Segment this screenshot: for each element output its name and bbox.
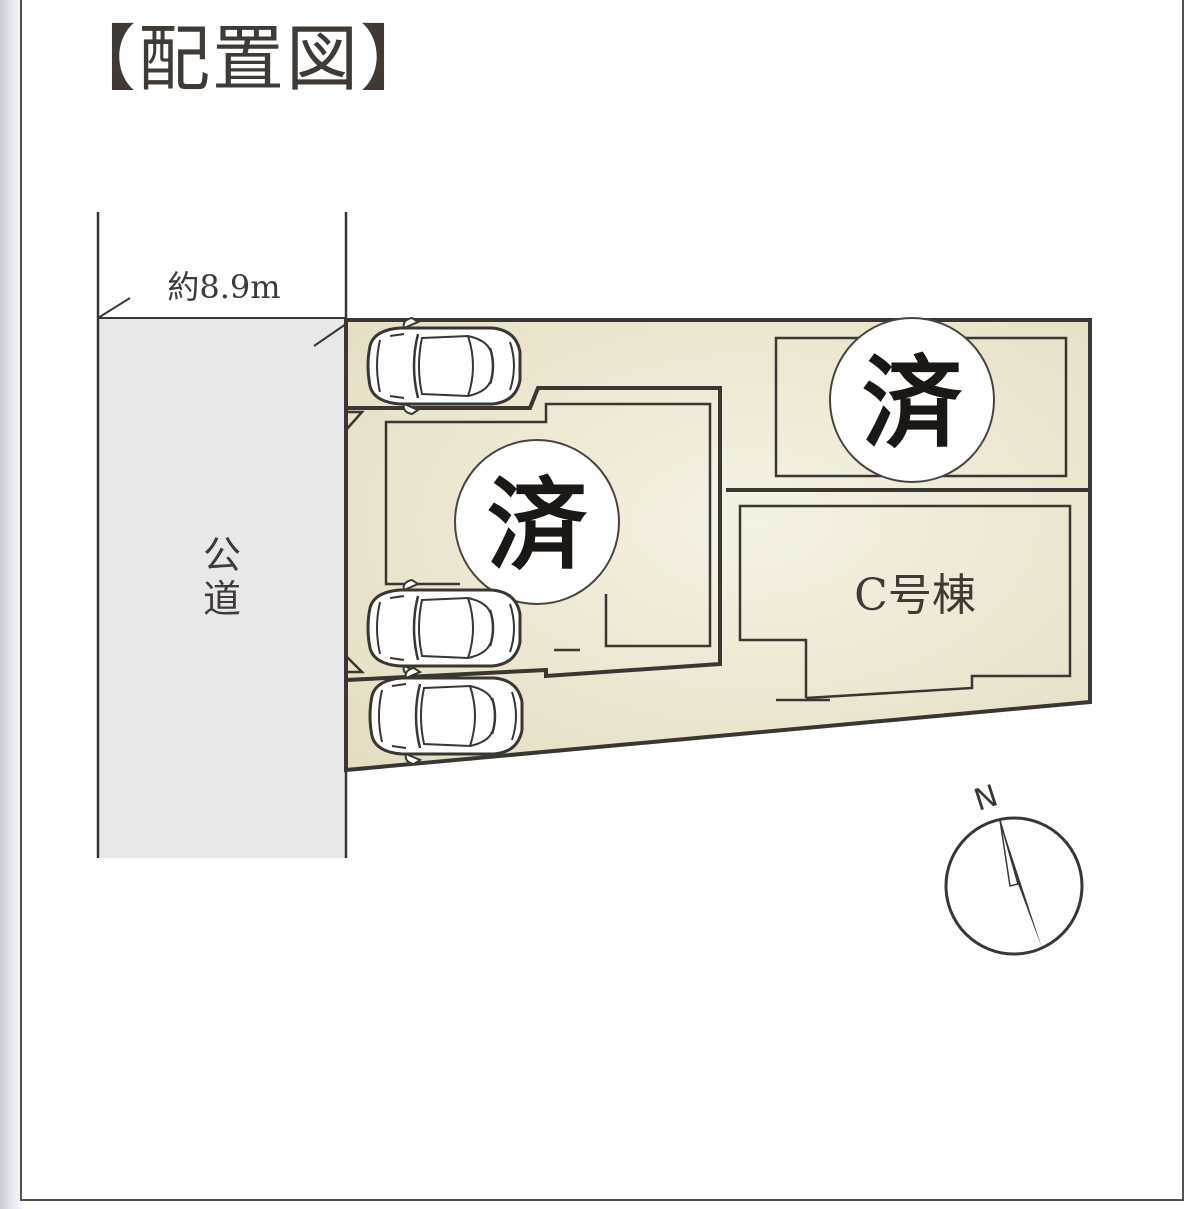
car-icon: [366, 316, 522, 416]
car-icon: [368, 666, 524, 766]
sold-badge-upper: [829, 317, 995, 483]
car-icon: [366, 578, 522, 678]
width-tick-left: [97, 297, 131, 319]
c-building-label: C号棟: [854, 570, 976, 621]
compass-icon: [944, 816, 1084, 956]
house-c-footprint: [738, 504, 1072, 700]
lot-center-corner: [345, 410, 365, 431]
road-name-line1: 公: [203, 533, 241, 577]
sold-mark-upper: 済: [862, 344, 963, 462]
page-left-edge: [0, 0, 22, 1209]
house-center-footprint: [384, 402, 712, 648]
road-width-label: 約8.9m: [167, 268, 280, 306]
compass-north-label: N: [970, 778, 1002, 818]
width-tick-right: [313, 323, 347, 347]
lot-center-corner-bottom: [345, 655, 366, 674]
sold-mark-center: 済: [487, 466, 588, 584]
road-name-line2: 道: [203, 577, 241, 621]
page-title: 【配置図】: [64, 17, 435, 101]
sold-badge-center: [454, 439, 620, 605]
public-road: [98, 318, 346, 858]
